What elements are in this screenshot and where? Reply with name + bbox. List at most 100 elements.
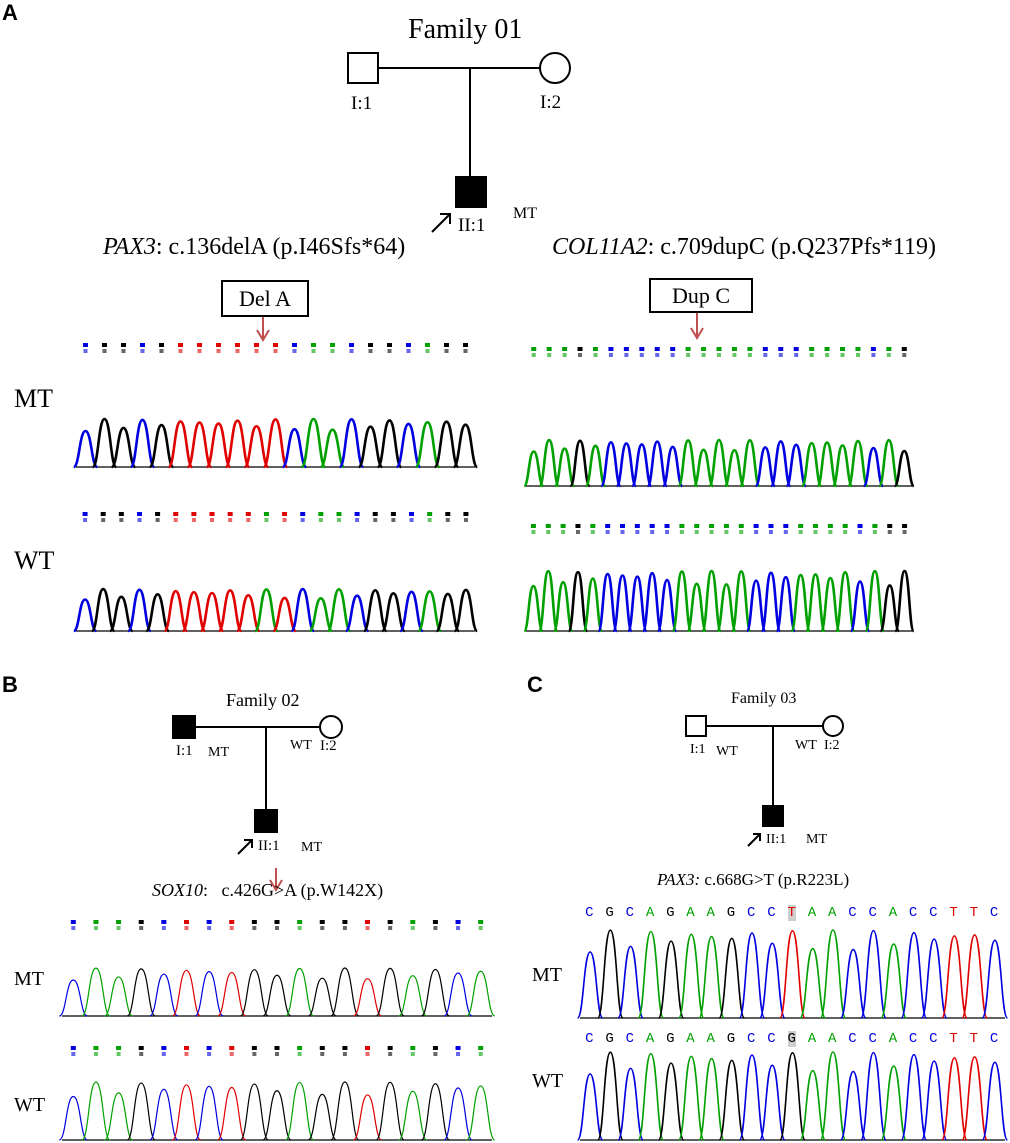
trace-peak-pax3-c-mt bbox=[900, 931, 928, 1019]
base-tick-col11a2-mt bbox=[732, 353, 737, 357]
base-tick-pax3-wt bbox=[209, 512, 215, 516]
base-tick-sox10-mt bbox=[478, 926, 483, 930]
trace-peak-pax3-wt bbox=[398, 590, 425, 633]
trace-peak-pax3-mt bbox=[414, 420, 441, 469]
base-tick-sox10-wt bbox=[365, 1046, 371, 1050]
base-tick-sox10-mt bbox=[410, 926, 415, 930]
trace-peak-pax3-c-mt bbox=[657, 940, 685, 1019]
trace-peak-col11a2-mt bbox=[831, 444, 854, 488]
trace-peak-col11a2-wt bbox=[745, 579, 767, 633]
row-label-wt-c: WT bbox=[532, 1070, 564, 1092]
base-tick-col11a2-wt bbox=[679, 524, 685, 528]
trace-peak-col11a2-wt bbox=[715, 583, 737, 633]
base-letter-mt-c: C bbox=[767, 905, 776, 921]
trace-peak-pax3-wt bbox=[308, 597, 334, 633]
base-tick-pax3-mt bbox=[349, 349, 354, 353]
base-tick-pax3-wt bbox=[264, 518, 269, 522]
base-tick-sox10-wt bbox=[274, 1046, 280, 1050]
base-tick-col11a2-wt bbox=[813, 530, 818, 534]
base-tick-col11a2-wt bbox=[798, 530, 803, 534]
base-letter-mt-c: T bbox=[787, 905, 796, 921]
trace-peak-pax3-c-mt bbox=[597, 929, 624, 1019]
mutation-pax3-c: c.668G>T (p.R223L) bbox=[700, 870, 850, 889]
base-tick-pax3-mt bbox=[349, 343, 354, 347]
trace-peak-pax3-c-wt bbox=[981, 1061, 1009, 1141]
trace-peak-pax3-mt bbox=[91, 417, 118, 469]
trace-peak-col11a2-mt bbox=[522, 450, 545, 488]
mother-label-a: I:2 bbox=[540, 92, 562, 113]
base-tick-pax3-mt bbox=[444, 343, 449, 347]
base-letter-mt-c: C bbox=[585, 905, 594, 921]
base-tick-pax3-wt bbox=[463, 518, 468, 522]
base-tick-sox10-wt bbox=[161, 1052, 166, 1056]
base-tick-sox10-mt bbox=[251, 920, 257, 924]
base-letter-wt-c: A bbox=[807, 1031, 817, 1047]
family-01-title: Family 01 bbox=[408, 14, 523, 45]
base-tick-pax3-mt bbox=[406, 349, 411, 353]
base-tick-col11a2-mt bbox=[870, 347, 876, 351]
gene-name-sox10: SOX10 bbox=[152, 880, 203, 900]
trace-peak-pax3-c-wt bbox=[637, 1052, 665, 1141]
base-letter-mt-c: C bbox=[989, 905, 999, 921]
base-tick-col11a2-mt bbox=[701, 347, 707, 351]
base-tick-pax3-wt bbox=[155, 518, 160, 522]
base-tick-col11a2-wt bbox=[902, 530, 907, 534]
trace-peak-pax3-mt bbox=[262, 418, 289, 469]
base-tick-sox10-mt bbox=[297, 920, 303, 924]
base-tick-sox10-mt bbox=[433, 926, 438, 930]
base-tick-sox10-mt bbox=[138, 920, 144, 924]
trace-peak-pax3-c-mt bbox=[758, 942, 786, 1019]
base-tick-col11a2-mt bbox=[701, 353, 706, 357]
panel-letter-a: A bbox=[2, 0, 18, 25]
base-tick-col11a2-wt bbox=[754, 530, 759, 534]
base-tick-col11a2-wt bbox=[605, 524, 611, 528]
base-tick-col11a2-wt bbox=[783, 524, 789, 528]
trace-peak-col11a2-wt bbox=[522, 584, 544, 633]
base-tick-col11a2-mt bbox=[793, 347, 799, 351]
base-tick-pax3-wt bbox=[173, 518, 178, 522]
base-letter-mt-c: T bbox=[969, 905, 979, 921]
mother-label-b: I:2 bbox=[320, 738, 337, 754]
trace-peak-pax3-c-wt bbox=[677, 1055, 705, 1141]
trace-peak-pax3-c-wt bbox=[880, 1065, 908, 1141]
base-tick-col11a2-wt bbox=[560, 524, 566, 528]
trace-peak-pax3-mt bbox=[186, 421, 213, 469]
trace-peak-pax3-mt bbox=[281, 427, 308, 469]
base-tick-pax3-wt bbox=[100, 512, 106, 516]
base-tick-sox10-mt bbox=[229, 920, 235, 924]
trace-peak-pax3-c-mt bbox=[698, 935, 725, 1019]
trace-peak-col11a2-mt bbox=[847, 439, 869, 488]
base-tick-pax3-wt bbox=[263, 512, 269, 516]
base-tick-pax3-mt bbox=[159, 343, 164, 347]
base-tick-pax3-mt bbox=[387, 349, 392, 353]
trace-peak-pax3-mt bbox=[243, 424, 270, 469]
base-tick-sox10-wt bbox=[184, 1052, 189, 1056]
trace-peak-pax3-wt bbox=[217, 589, 243, 633]
trace-peak-pax3-mt bbox=[357, 425, 384, 469]
base-tick-col11a2-wt bbox=[590, 530, 595, 534]
base-tick-sox10-wt bbox=[70, 1046, 76, 1050]
base-tick-col11a2-wt bbox=[709, 530, 714, 534]
father-label-a: I:1 bbox=[351, 93, 373, 114]
trace-peak-col11a2-wt bbox=[864, 569, 886, 633]
base-letter-wt-c: C bbox=[767, 1031, 776, 1047]
trace-peak-col11a2-mt bbox=[893, 449, 916, 488]
proband-label-c: II:1 bbox=[766, 832, 787, 847]
trace-peak-sox10-mt bbox=[262, 974, 292, 1017]
base-tick-col11a2-wt bbox=[664, 524, 670, 528]
base-tick-sox10-mt bbox=[252, 926, 257, 930]
base-tick-col11a2-wt bbox=[783, 530, 788, 534]
base-tick-pax3-wt bbox=[228, 518, 233, 522]
base-tick-col11a2-mt bbox=[855, 347, 861, 351]
trace-peak-pax3-c-wt bbox=[576, 1073, 604, 1141]
trace-peak-col11a2-wt bbox=[760, 571, 782, 633]
trace-peak-col11a2-mt bbox=[754, 446, 777, 488]
base-tick-col11a2-wt bbox=[753, 524, 759, 528]
base-tick-pax3-mt bbox=[463, 349, 468, 353]
base-tick-col11a2-wt bbox=[546, 530, 551, 534]
base-tick-sox10-wt bbox=[342, 1052, 347, 1056]
base-tick-col11a2-wt bbox=[635, 530, 640, 534]
base-tick-sox10-mt bbox=[183, 920, 189, 924]
trace-peak-sox10-wt bbox=[285, 1081, 315, 1141]
base-tick-col11a2-wt bbox=[545, 524, 551, 528]
